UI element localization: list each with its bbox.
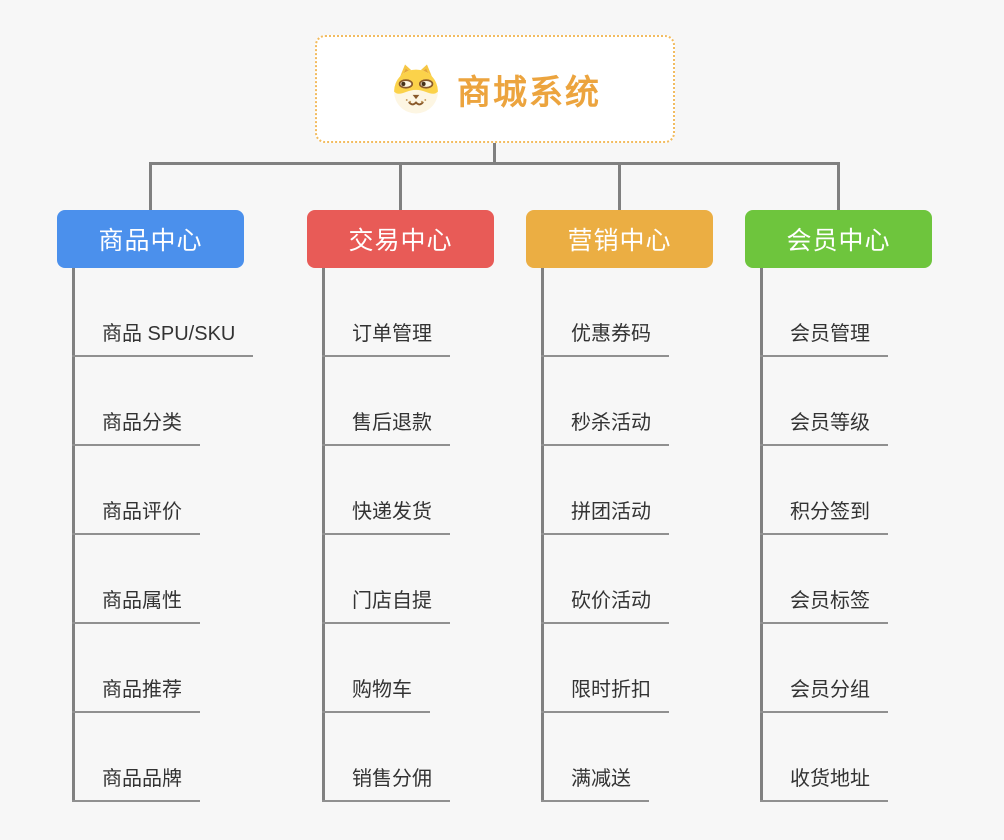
- connector-bus: [149, 162, 840, 165]
- leaf-label: 满减送: [541, 762, 649, 802]
- leaf-node[interactable]: 商品分类: [72, 357, 253, 446]
- leaf-node[interactable]: 商品属性: [72, 535, 253, 624]
- leaf-label: 订单管理: [322, 317, 450, 357]
- leaf-node[interactable]: 快递发货: [322, 446, 450, 535]
- leaf-node[interactable]: 会员等级: [760, 357, 888, 446]
- branch-header-member-center[interactable]: 会员中心: [745, 210, 932, 268]
- leaf-node[interactable]: 满减送: [541, 713, 669, 802]
- leaf-column-member: 会员管理 会员等级 积分签到 会员标签 会员分组 收货地址: [760, 268, 888, 802]
- leaf-label: 会员分组: [760, 673, 888, 713]
- leaf-label: 商品分类: [72, 406, 200, 446]
- branch-trunk-4: [760, 268, 763, 802]
- leaf-node[interactable]: 销售分佣: [322, 713, 450, 802]
- leaf-node[interactable]: 秒杀活动: [541, 357, 669, 446]
- doge-face-icon: [394, 64, 438, 114]
- leaf-label: 商品属性: [72, 584, 200, 624]
- leaf-node[interactable]: 商品推荐: [72, 624, 253, 713]
- leaf-label: 购物车: [322, 673, 430, 713]
- leaf-node[interactable]: 门店自提: [322, 535, 450, 624]
- leaf-node[interactable]: 订单管理: [322, 268, 450, 357]
- leaf-label: 商品推荐: [72, 673, 200, 713]
- root-node[interactable]: 商城系统: [315, 35, 675, 143]
- leaf-label: 会员等级: [760, 406, 888, 446]
- leaf-column-product: 商品 SPU/SKU 商品分类 商品评价 商品属性 商品推荐 商品品牌: [72, 268, 254, 802]
- leaf-node[interactable]: 会员管理: [760, 268, 888, 357]
- leaf-node[interactable]: 商品评价: [72, 446, 253, 535]
- leaf-label: 销售分佣: [322, 762, 450, 802]
- leaf-label: 积分签到: [760, 495, 888, 535]
- leaf-label: 商品 SPU/SKU: [72, 317, 254, 357]
- leaf-label: 售后退款: [322, 406, 450, 446]
- leaf-node[interactable]: 限时折扣: [541, 624, 669, 713]
- leaf-node[interactable]: 商品 SPU/SKU: [72, 268, 254, 357]
- leaf-label: 拼团活动: [541, 495, 669, 535]
- branch-trunk-1: [72, 268, 75, 802]
- connector-drop-3: [618, 162, 621, 210]
- connector-root-drop: [493, 143, 496, 162]
- leaf-label: 门店自提: [322, 584, 450, 624]
- leaf-node[interactable]: 购物车: [322, 624, 450, 713]
- leaf-label: 商品品牌: [72, 762, 200, 802]
- branch-header-product-center[interactable]: 商品中心: [57, 210, 244, 268]
- leaf-label: 会员管理: [760, 317, 888, 357]
- branch-trunk-3: [541, 268, 544, 802]
- leaf-label: 会员标签: [760, 584, 888, 624]
- leaf-node[interactable]: 会员分组: [760, 624, 888, 713]
- leaf-node[interactable]: 砍价活动: [541, 535, 669, 624]
- leaf-node[interactable]: 商品品牌: [72, 713, 253, 802]
- connector-drop-1: [149, 162, 152, 210]
- root-title: 商城系统: [457, 73, 601, 112]
- leaf-node[interactable]: 会员标签: [760, 535, 888, 624]
- connector-drop-2: [399, 162, 402, 210]
- leaf-node[interactable]: 售后退款: [322, 357, 450, 446]
- leaf-label: 优惠券码: [541, 317, 669, 357]
- leaf-node[interactable]: 收货地址: [760, 713, 888, 802]
- leaf-node[interactable]: 优惠券码: [541, 268, 669, 357]
- leaf-label: 快递发货: [322, 495, 450, 535]
- leaf-label: 秒杀活动: [541, 406, 669, 446]
- leaf-node[interactable]: 积分签到: [760, 446, 888, 535]
- leaf-column-marketing: 优惠券码 秒杀活动 拼团活动 砍价活动 限时折扣 满减送: [541, 268, 669, 802]
- branch-header-marketing-center[interactable]: 营销中心: [526, 210, 713, 268]
- connector-drop-4: [837, 162, 840, 210]
- branch-header-trade-center[interactable]: 交易中心: [307, 210, 494, 268]
- leaf-label: 商品评价: [72, 495, 200, 535]
- leaf-column-trade: 订单管理 售后退款 快递发货 门店自提 购物车 销售分佣: [322, 268, 450, 802]
- leaf-label: 限时折扣: [541, 673, 669, 713]
- leaf-label: 收货地址: [760, 762, 888, 802]
- leaf-label: 砍价活动: [541, 584, 669, 624]
- branch-trunk-2: [322, 268, 325, 802]
- leaf-node[interactable]: 拼团活动: [541, 446, 669, 535]
